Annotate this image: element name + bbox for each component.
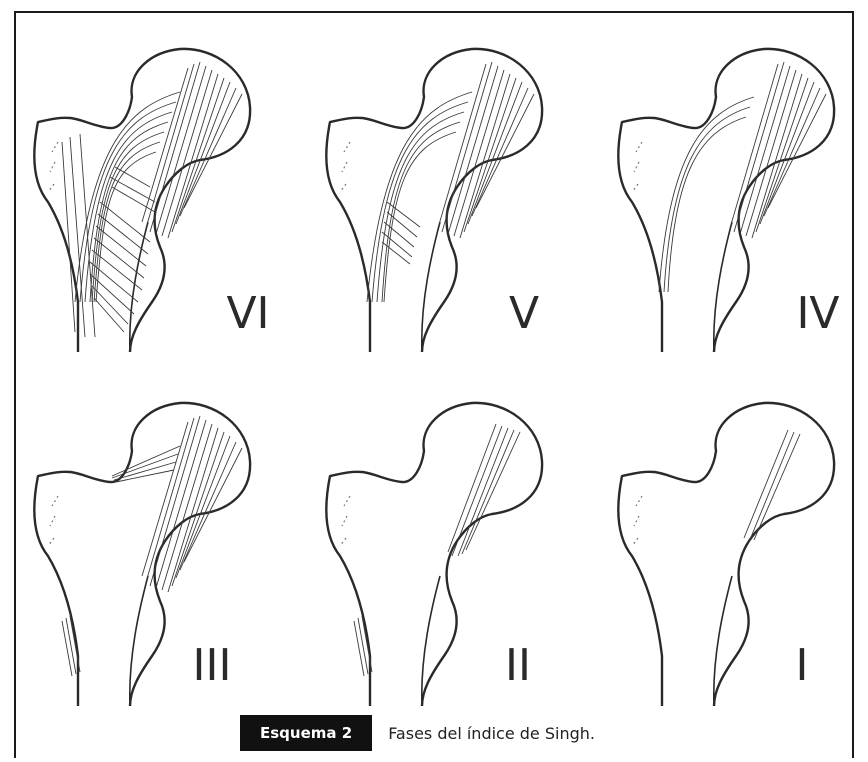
femur-diagram-vi (34, 49, 250, 352)
stage-label-iv: IV (796, 288, 839, 339)
stage-label-i: I (796, 640, 809, 691)
caption-text: Fases del índice de Singh. (388, 724, 595, 743)
stage-label-iii: III (193, 640, 232, 691)
figure-caption: Esquema 2 Fases del índice de Singh. (240, 715, 595, 751)
stage-label-vi: VI (226, 288, 269, 339)
stage-label-ii: II (505, 640, 531, 691)
caption-tag: Esquema 2 (240, 715, 372, 751)
stage-label-v: V (509, 288, 539, 339)
